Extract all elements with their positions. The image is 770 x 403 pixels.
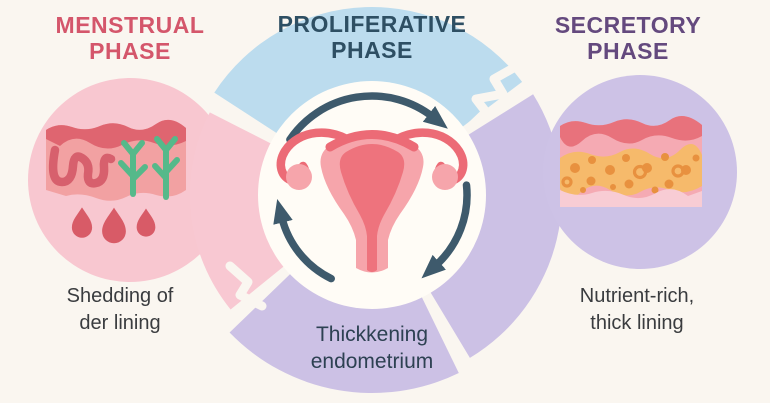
torn-edge	[460, 57, 529, 137]
uterus-cavity	[339, 144, 405, 272]
phase-title-line: SECRETORY	[554, 12, 702, 38]
torn-edge	[225, 261, 267, 311]
caption-menstrual: Shedding of der lining	[20, 283, 220, 337]
blood-drop-icon	[102, 207, 126, 244]
shedding-lining-illustration	[46, 119, 186, 244]
phase-title-secretory: SECRETORY PHASE	[518, 12, 738, 64]
cycle-arrows	[273, 92, 471, 283]
ovary-right	[432, 164, 458, 190]
phase-title-line: PHASE	[587, 38, 669, 64]
gland-branch-icon	[118, 140, 148, 197]
caption-line: Shedding of	[66, 285, 174, 307]
caption-secretory: Nutrient-rich, thick lining	[537, 283, 737, 337]
thick-lining-illustration	[560, 116, 702, 207]
phase-title-line: PROLIFERATIVE	[277, 11, 467, 37]
caption-line: Nutrient-rich,	[579, 285, 695, 307]
layer-light-pink	[560, 189, 702, 207]
caption-proliferative: Thickkening endometrium	[272, 321, 472, 375]
phase-title-line: PHASE	[89, 38, 171, 64]
blood-drop-icon	[136, 208, 156, 237]
secretory-circle	[543, 75, 737, 269]
phase-title-line: PHASE	[331, 37, 413, 63]
blood-drop-icon	[71, 207, 93, 238]
phase-title-proliferative: PROLIFERATIVE PHASE	[262, 11, 482, 63]
uterus-illustration	[276, 128, 468, 273]
cycle-arrow-top-icon	[286, 92, 448, 144]
phase-title-line: MENSTRUAL	[55, 12, 205, 38]
caption-line: endometrium	[310, 350, 434, 373]
blood-drops	[71, 207, 156, 244]
ovary-left	[286, 164, 312, 190]
menstrual-circle	[28, 78, 232, 282]
phase-title-menstrual: MENSTRUAL PHASE	[20, 12, 240, 64]
gland-branch-icon	[152, 136, 180, 200]
caption-line: Thickkening	[315, 323, 429, 346]
uterus-dome-outline	[325, 130, 419, 152]
layer-red-top	[560, 116, 702, 147]
cycle-arrow-left-icon	[273, 199, 335, 283]
vessel-squiggle-icon	[48, 145, 116, 188]
nutrient-rings	[561, 164, 685, 188]
caption-line: thick lining	[590, 312, 684, 334]
cycle-arrow-right-icon	[421, 181, 471, 279]
caption-line: der lining	[79, 312, 161, 334]
lining-top-stripe	[46, 119, 186, 149]
